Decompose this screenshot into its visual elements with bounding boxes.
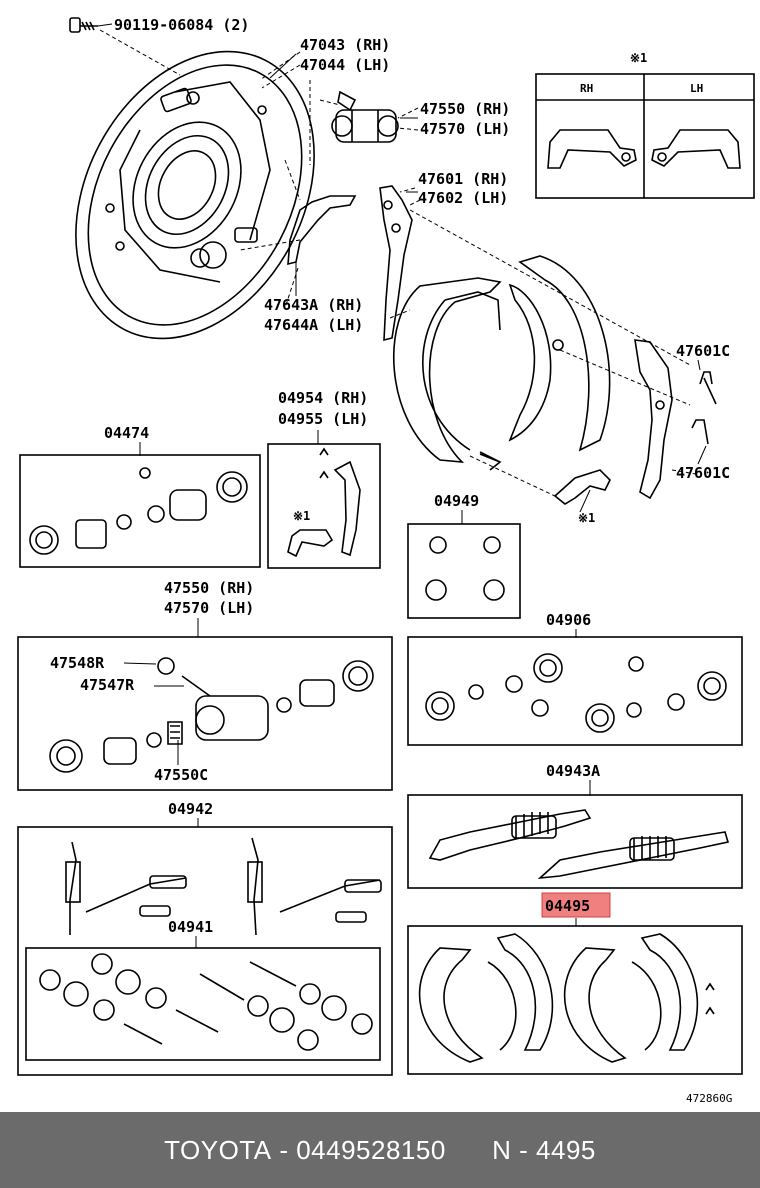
box-04943a: [407, 794, 743, 889]
adjusting-pin-drawing: [553, 469, 611, 505]
box-04906: [407, 636, 743, 746]
wheel-cylinder-top-drawing: [331, 90, 399, 143]
label-47643a[interactable]: 47643A (RH): [264, 296, 363, 314]
ref-mark-shoe: ※1: [578, 511, 595, 525]
label-04906[interactable]: 04906: [546, 611, 591, 629]
label-47547r[interactable]: 47547R: [80, 676, 135, 694]
footer-brand: TOYOTA: [164, 1134, 272, 1165]
part-footer-bar: TOYOTA - 0449528150 N - 4495: [0, 1112, 760, 1188]
adjuster-lever-drawing: [634, 339, 673, 500]
brake-shoe-right-drawing: [508, 255, 611, 452]
highlight-04495: [541, 892, 611, 918]
ref-mark-inset: ※1: [630, 51, 647, 65]
label-47601c-a[interactable]: 47601C: [676, 342, 730, 360]
label-04949[interactable]: 04949: [434, 492, 479, 510]
label-47602[interactable]: 47602 (LH): [418, 189, 508, 207]
leader-lines: [97, 23, 707, 948]
pin-drawing: [479, 453, 501, 463]
label-47570-box[interactable]: 47570 (LH): [164, 599, 254, 617]
label-47550-box[interactable]: 47550 (RH): [164, 579, 254, 597]
footer-part-number: 0449528150: [296, 1134, 446, 1165]
box-47550: [17, 636, 393, 791]
parking-lever-drawing: [379, 185, 413, 342]
box-04474: [19, 454, 261, 568]
label-90119[interactable]: 90119-06084 (2): [114, 16, 249, 34]
bolt-90119-drawing: [69, 17, 98, 33]
label-47044[interactable]: 47044 (LH): [300, 56, 390, 74]
inset-rh-header: RH: [580, 82, 593, 95]
label-47550-top[interactable]: 47550 (RH): [420, 100, 510, 118]
box-04942: [17, 826, 393, 1076]
backing-plate-drawing: [75, 50, 315, 340]
label-47644a[interactable]: 47644A (LH): [264, 316, 363, 334]
label-47550c[interactable]: 47550C: [154, 766, 208, 784]
strut-drawing: [287, 195, 357, 266]
clip-47601c-b-drawing: [691, 419, 709, 445]
brake-shoe-left-drawing: [393, 277, 502, 471]
ref-mark-04954: ※1: [293, 509, 310, 523]
label-04941[interactable]: 04941: [168, 918, 213, 936]
footer-separator: -: [271, 1134, 297, 1165]
inset-lh-header: LH: [690, 82, 703, 95]
rh-lh-inset: [535, 73, 755, 199]
diagram-canvas: 90119-06084 (2) 47043 (RH) 47044 (LH) 47…: [17, 16, 755, 1105]
label-04943a[interactable]: 04943A: [546, 762, 600, 780]
label-47548r[interactable]: 47548R: [50, 654, 105, 672]
label-04954[interactable]: 04954 (RH): [278, 389, 368, 407]
label-04474[interactable]: 04474: [104, 424, 149, 442]
label-04942[interactable]: 04942: [168, 800, 213, 818]
label-47043[interactable]: 47043 (RH): [300, 36, 390, 54]
box-04954: [267, 443, 381, 569]
footer-gap: [446, 1135, 492, 1166]
box-04495: [407, 925, 743, 1075]
label-47570-top[interactable]: 47570 (LH): [420, 120, 510, 138]
box-04941: [25, 947, 381, 1061]
box-04949: [407, 523, 521, 619]
label-47601[interactable]: 47601 (RH): [418, 170, 508, 188]
drawing-number: 472860G: [686, 1092, 732, 1105]
footer-reference: N - 4495: [492, 1134, 596, 1165]
label-47601c-b[interactable]: 47601C: [676, 464, 730, 482]
clip-47601c-a-drawing: [699, 371, 717, 405]
label-04495[interactable]: 04495: [545, 897, 590, 915]
label-04955[interactable]: 04955 (LH): [278, 410, 368, 428]
